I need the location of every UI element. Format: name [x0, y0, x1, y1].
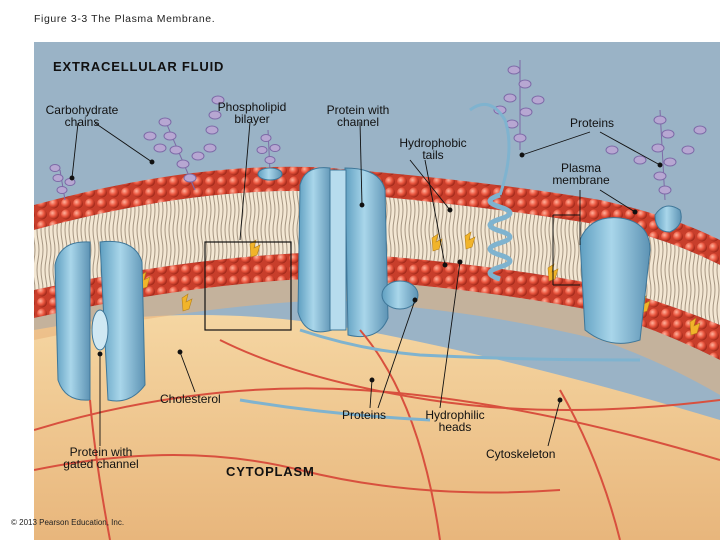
protein-with-channel-label: Protein with channel: [326, 103, 390, 129]
cytoplasm-label: CYTOPLASM: [226, 464, 315, 479]
bilayer-bracket: [204, 241, 292, 331]
copyright-notice: © 2013 Pearson Education, Inc.: [11, 518, 125, 527]
cytoskeleton-label: Cytoskeleton: [486, 447, 556, 461]
helix-protein: [469, 102, 513, 282]
figure-caption: Figure 3-3 The Plasma Membrane.: [34, 13, 216, 25]
hydrophilic-heads-label: Hydrophilic heads: [425, 408, 485, 434]
proteins-bottom-label: Proteins: [342, 408, 387, 422]
phospholipid-bilayer-label: Phospholipid bilayer: [217, 100, 287, 126]
membrane-bracket: [552, 214, 580, 286]
right-protein: [579, 205, 682, 344]
proteins-top-label: Proteins: [570, 116, 615, 130]
extracellular-fluid-label: EXTRACELLULAR FLUID: [53, 59, 225, 74]
gated-channel-protein: [54, 240, 146, 402]
cytoplasm-bg: [34, 315, 720, 540]
plasma-membrane-label: Plasma membrane: [552, 161, 610, 187]
channel-protein: [297, 167, 419, 338]
carbohydrate-chains: [49, 60, 707, 201]
protein-with-gated-channel-label: Protein with gated channel: [63, 445, 139, 471]
leader-lines: [69, 121, 663, 447]
carbohydrate-chains-label: Carbohydrate chains: [45, 103, 119, 129]
cytoskeleton-tubules: [239, 328, 641, 422]
peripheral-protein: [257, 167, 283, 181]
hydrophobic-tails-label: Hydrophobic tails: [399, 136, 467, 162]
cytoskeleton-filaments: [34, 329, 720, 540]
cholesterol-label: Cholesterol: [160, 392, 221, 406]
